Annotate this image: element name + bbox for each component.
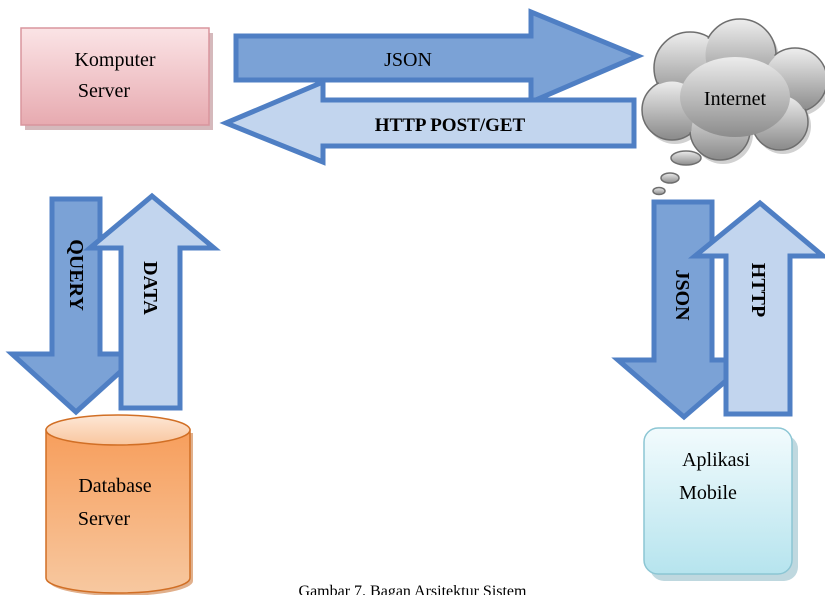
database-server-label-line1: Database [78, 475, 151, 497]
komputer-server-label-line1: Komputer [74, 49, 155, 71]
json-arrow-to-internet: JSON [233, 8, 645, 106]
figure-caption: Gambar 7. Bagan Arsitektur Sistem [298, 583, 527, 595]
cloud-tail-bubbles [652, 150, 702, 196]
json-arrow-to-mobile: JSON [611, 199, 757, 421]
aplikasi-mobile-label-line2: Mobile [679, 482, 737, 504]
database-server-node: Database Server [45, 414, 193, 595]
http-right-arrow-label: HTTP [747, 263, 769, 317]
http-post-get-arrow: HTTP POST/GET [219, 78, 637, 166]
internet-cloud: Internet [641, 18, 825, 164]
data-arrow-label: DATA [139, 261, 161, 315]
json-arrow-label: JSON [384, 49, 432, 71]
query-arrow: QUERY [5, 196, 147, 416]
internet-label: Internet [704, 88, 767, 110]
http-arrow-from-mobile: HTTP [687, 199, 825, 417]
data-arrow: DATA [83, 192, 221, 411]
komputer-server-node: Komputer Server [20, 27, 213, 130]
database-server-label-line2: Server [78, 508, 131, 530]
http-post-get-label: HTTP POST/GET [375, 115, 526, 136]
json-right-arrow-label: JSON [671, 269, 693, 321]
aplikasi-mobile-label-line1: Aplikasi [682, 449, 750, 471]
aplikasi-mobile-node: Aplikasi Mobile [643, 427, 798, 581]
komputer-server-label-line2: Server [78, 80, 131, 102]
query-arrow-label: QUERY [65, 239, 87, 311]
